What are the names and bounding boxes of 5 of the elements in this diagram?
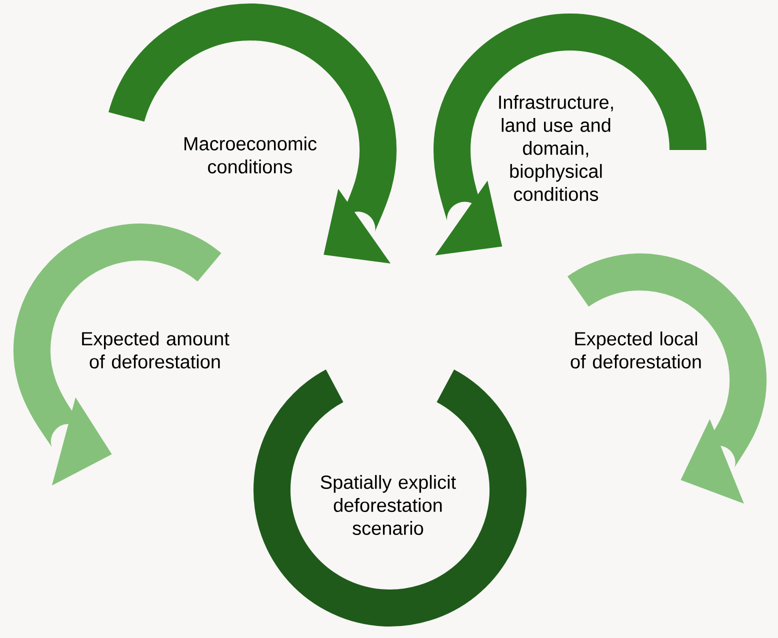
node-label: Macroeconomic conditions (184, 136, 317, 174)
node-label: Expected local of deforestation (570, 332, 701, 368)
node-label: Spatially explicit deforestation scenario (320, 475, 456, 535)
node-label: Infrastructure, land use and domain, biophysical conditions (499, 95, 613, 201)
node-label: Expected amount of deforestation (82, 332, 230, 368)
